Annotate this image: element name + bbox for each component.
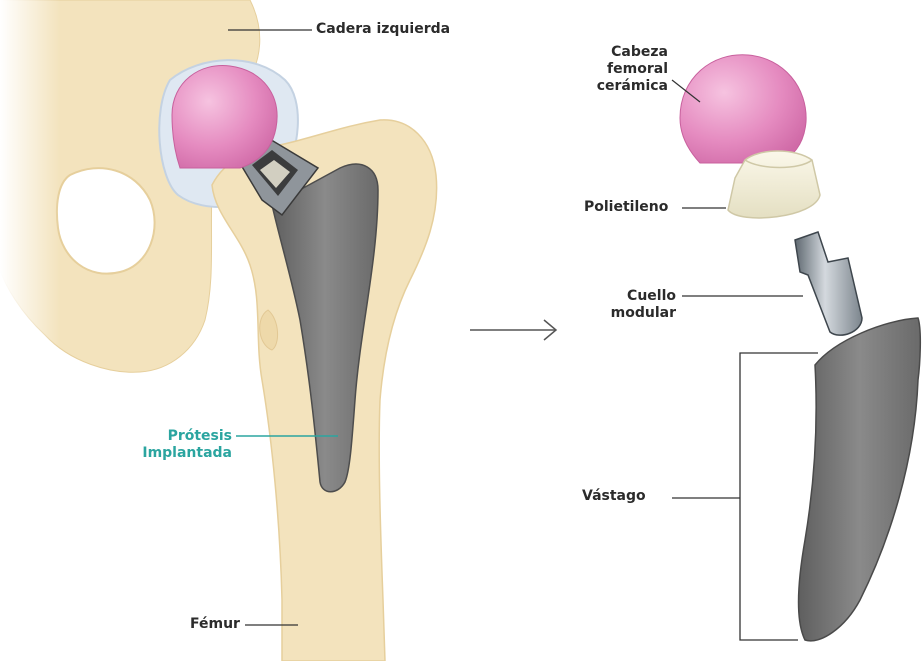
stem-part (799, 318, 921, 641)
label-cadera-izquierda: Cadera izquierda (316, 21, 450, 38)
label-vastago: Vástago (582, 488, 646, 505)
label-polietileno: Polietileno (584, 199, 668, 216)
arrow-icon (470, 320, 556, 340)
label-protesis-implantada: Prótesis Implantada (118, 428, 232, 462)
label-cuello-modular: Cuello modular (560, 288, 676, 322)
modular-neck-part (795, 232, 862, 335)
stem-bracket (672, 353, 818, 640)
implanted-ceramic-head (172, 65, 277, 168)
label-femur: Fémur (190, 616, 240, 633)
ceramic-head-part (680, 55, 806, 163)
label-cabeza-femoral-ceramica: Cabeza femoral cerámica (590, 44, 668, 95)
